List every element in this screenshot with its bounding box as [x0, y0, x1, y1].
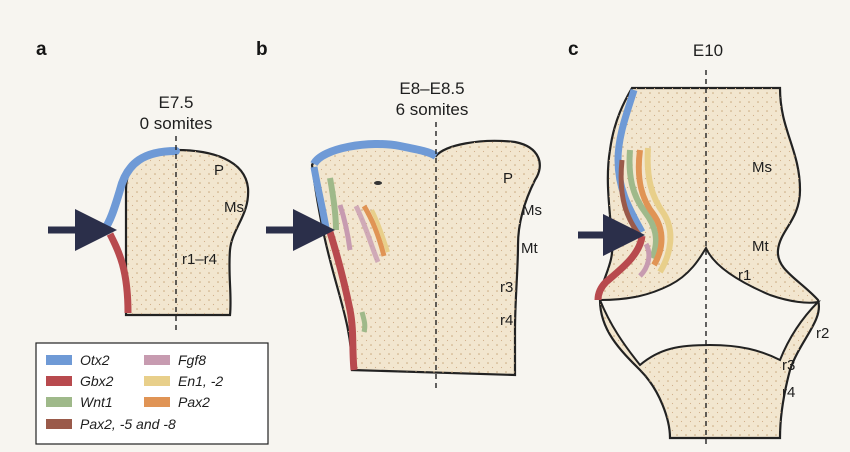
- panel-a-p-label: P: [214, 162, 224, 179]
- panel-b-somites: 6 somites: [396, 100, 469, 119]
- legend-label-pax2: Pax2: [178, 394, 210, 410]
- legend-label-otx2: Otx2: [80, 352, 110, 368]
- legend-swatch-otx2: [46, 355, 72, 365]
- panel-c-r2-label: r2: [816, 325, 829, 342]
- wnt1-spot-b: [362, 312, 365, 332]
- legend-label-fgf8: Fgf8: [178, 352, 206, 368]
- panel-c-stage: E10: [693, 41, 723, 60]
- panel-a-r-label: r1–r4: [182, 251, 217, 268]
- legend-swatch-en: [144, 376, 170, 386]
- legend-label-gbx2: Gbx2: [80, 373, 114, 389]
- panel-c-mt-label: Mt: [752, 238, 769, 255]
- panel-c-r4-label: r4: [782, 384, 795, 401]
- legend-swatch-pax2: [144, 397, 170, 407]
- panel-c-r3-label: r3: [782, 357, 795, 374]
- panel-b-r3-label: r3: [500, 279, 513, 296]
- panel-a-stage: E7.5: [159, 93, 194, 112]
- stipple-a: [126, 150, 248, 315]
- legend-swatch-fgf8: [144, 355, 170, 365]
- panel-a-ms-label: Ms: [224, 199, 244, 216]
- legend-swatch-pax258: [46, 419, 72, 429]
- speck-b: [374, 181, 382, 185]
- legend-label-pax258: Pax2, -5 and -8: [80, 416, 176, 432]
- panel-b-stage: E8–E8.5: [399, 79, 464, 98]
- panel-b-p-label: P: [503, 170, 513, 187]
- legend-swatch-wnt1: [46, 397, 72, 407]
- legend-label-en: En1, -2: [178, 373, 223, 389]
- panel-a-letter: a: [36, 39, 47, 60]
- panel-a-somites: 0 somites: [140, 114, 213, 133]
- panel-b-mt-label: Mt: [521, 240, 538, 257]
- panel-c-r1-label: r1: [738, 267, 751, 284]
- panel-b-r4-label: r4: [500, 312, 513, 329]
- panel-c: c E10 Ms Mt r1 r2 r3 r4: [568, 39, 829, 445]
- panel-c-ms-label: Ms: [752, 159, 772, 176]
- legend-label-wnt1: Wnt1: [80, 394, 113, 410]
- panel-b-ms-label: Ms: [522, 202, 542, 219]
- panel-b: b E8–E8.5 6 somites P Ms Mt r3 r4: [256, 39, 542, 388]
- panel-b-letter: b: [256, 39, 268, 60]
- panel-c-letter: c: [568, 39, 579, 60]
- legend: Otx2 Fgf8 Gbx2 En1, -2 Wnt1 Pax2 Pax2, -…: [36, 343, 268, 444]
- legend-swatch-gbx2: [46, 376, 72, 386]
- panel-a: a E7.5 0 somites P Ms r1–r4: [36, 39, 248, 330]
